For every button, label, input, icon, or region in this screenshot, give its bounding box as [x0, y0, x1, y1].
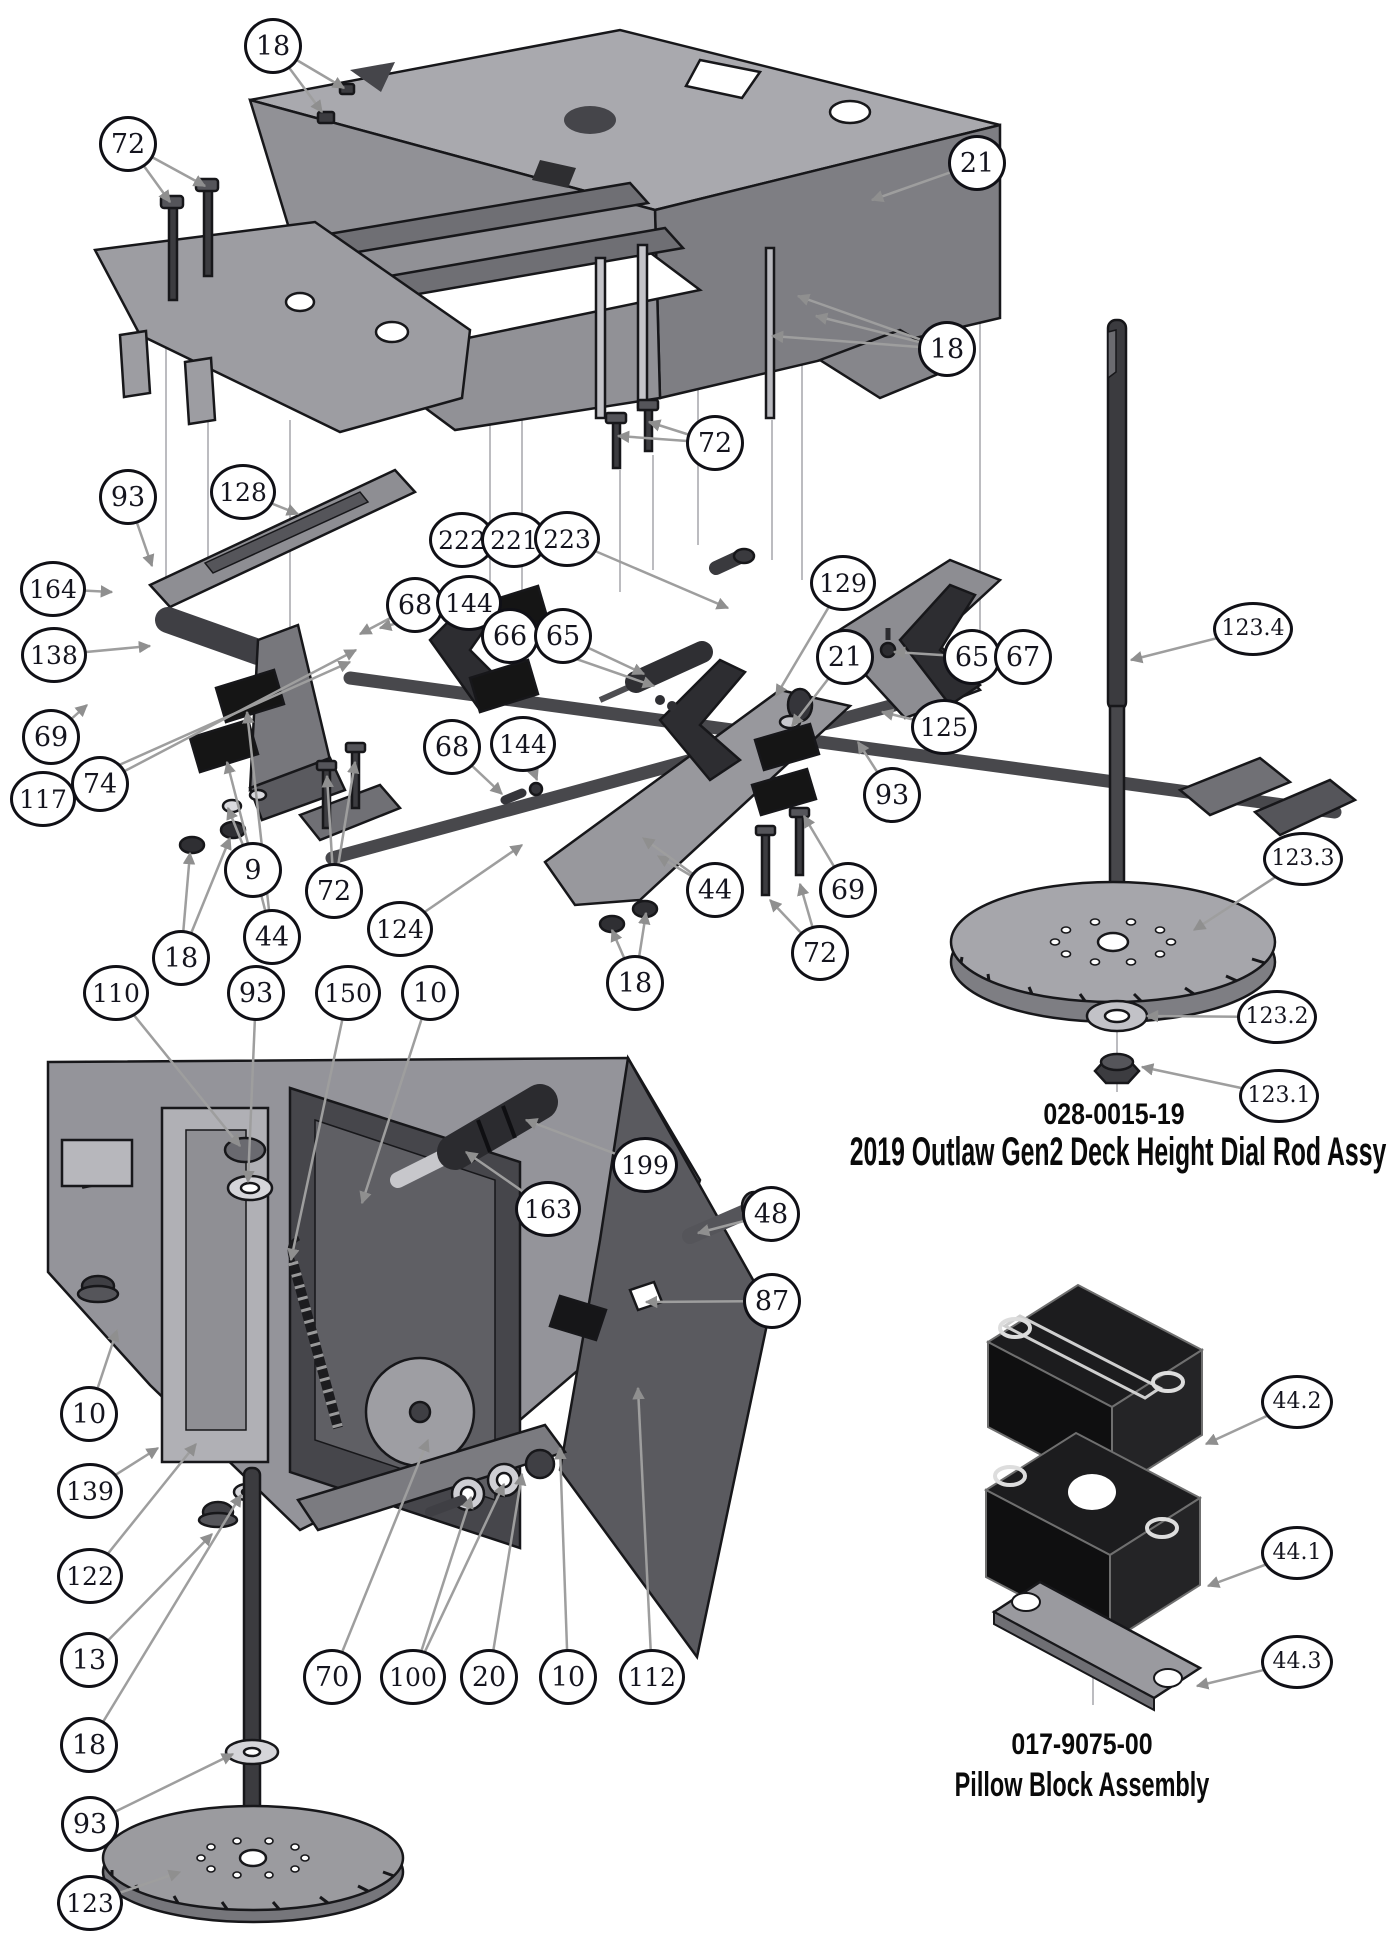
- callout-123.2: 123.2: [1237, 990, 1317, 1044]
- callout-122: 122: [57, 1548, 123, 1604]
- pillow-block-title: Pillow Block Assembly: [954, 1766, 1210, 1804]
- callout-164: 164: [20, 561, 86, 617]
- callout-87: 87: [743, 1273, 801, 1329]
- dial-rod-drawing: [949, 318, 1277, 1085]
- callout-163: 163: [515, 1181, 581, 1237]
- callout-139: 139: [57, 1463, 123, 1519]
- callout-93: 93: [227, 965, 285, 1021]
- callout-72: 72: [305, 863, 363, 919]
- callout-13: 13: [60, 1632, 118, 1688]
- callout-10: 10: [60, 1386, 118, 1442]
- callout-44.3: 44.3: [1261, 1635, 1333, 1689]
- callout-72: 72: [686, 415, 744, 471]
- callout-67: 67: [994, 629, 1052, 685]
- callout-124: 124: [367, 901, 433, 957]
- callout-18: 18: [60, 1717, 118, 1773]
- callout-72: 72: [99, 116, 157, 172]
- leader-lines: [42, 44, 1304, 1905]
- callout-66: 66: [481, 608, 539, 664]
- callout-128: 128: [210, 464, 276, 520]
- callout-93: 93: [863, 767, 921, 823]
- callout-123.1: 123.1: [1239, 1069, 1319, 1123]
- callout-144: 144: [436, 575, 502, 631]
- callout-21: 21: [816, 629, 874, 685]
- callout-10: 10: [539, 1649, 597, 1705]
- callout-199: 199: [612, 1137, 678, 1193]
- callout-44: 44: [243, 909, 301, 965]
- callout-223: 223: [534, 511, 600, 567]
- callout-44.1: 44.1: [1261, 1526, 1333, 1580]
- upper-frame-drawing: [93, 28, 1002, 470]
- callout-93: 93: [61, 1796, 119, 1852]
- callout-18: 18: [152, 930, 210, 986]
- pillow-block-drawing: [984, 1283, 1204, 1712]
- callout-18: 18: [606, 955, 664, 1011]
- callout-112: 112: [619, 1649, 685, 1705]
- callout-44.2: 44.2: [1261, 1375, 1333, 1429]
- callout-69: 69: [819, 862, 877, 918]
- callout-144: 144: [490, 716, 556, 772]
- callout-44: 44: [686, 862, 744, 918]
- callout-123.3: 123.3: [1263, 832, 1343, 886]
- callout-93: 93: [99, 469, 157, 525]
- callout-150: 150: [315, 965, 381, 1021]
- callout-18: 18: [244, 18, 302, 74]
- callout-125: 125: [911, 699, 977, 755]
- callout-48: 48: [742, 1186, 800, 1242]
- callout-21: 21: [948, 135, 1006, 191]
- callout-70: 70: [303, 1649, 361, 1705]
- callout-18: 18: [918, 321, 976, 377]
- callout-20: 20: [460, 1649, 518, 1705]
- dial-rod-part-number: 028-0015-19: [1043, 1098, 1185, 1131]
- callout-69: 69: [22, 709, 80, 765]
- callout-65: 65: [534, 608, 592, 664]
- callout-9: 9: [224, 842, 282, 898]
- callout-129: 129: [810, 555, 876, 611]
- callout-74: 74: [71, 756, 129, 812]
- callout-123: 123: [57, 1875, 123, 1931]
- callout-100: 100: [380, 1649, 446, 1705]
- pillow-block-part-number: 017-9075-00: [1011, 1728, 1153, 1761]
- callout-68: 68: [423, 719, 481, 775]
- callout-117: 117: [10, 771, 76, 827]
- callout-68: 68: [386, 577, 444, 633]
- callout-110: 110: [83, 965, 149, 1021]
- linkage-drawing: [147, 468, 1358, 934]
- callout-72: 72: [791, 925, 849, 981]
- lower-deck-drawing: [46, 1054, 772, 1924]
- callout-123.4: 123.4: [1213, 602, 1293, 656]
- callout-138: 138: [21, 627, 87, 683]
- callout-10: 10: [401, 965, 459, 1021]
- callout-65: 65: [943, 629, 1001, 685]
- dial-rod-title: 2019 Outlaw Gen2 Deck Height Dial Rod As…: [849, 1130, 1387, 1174]
